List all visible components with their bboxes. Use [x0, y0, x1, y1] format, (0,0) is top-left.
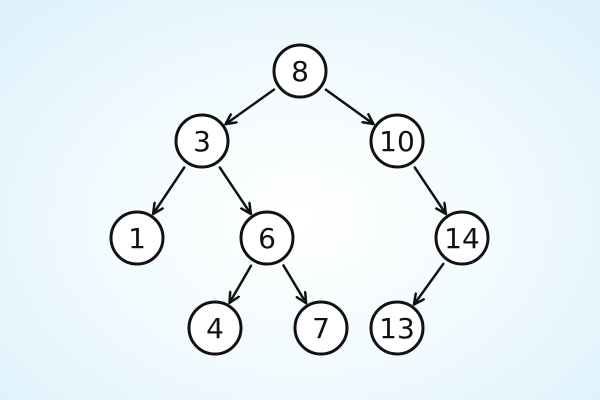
- node-label: 14: [444, 222, 480, 255]
- edge-14-to-13: [412, 262, 445, 306]
- edge-8-to-3: [224, 88, 276, 126]
- node-label: 4: [206, 312, 224, 345]
- node-circle: [434, 210, 490, 266]
- tree-node-4: 4: [187, 300, 243, 356]
- node-label: 6: [258, 222, 276, 255]
- tree-node-14: 14: [434, 210, 490, 266]
- node-label: 10: [379, 125, 415, 158]
- tree-node-6: 6: [239, 210, 295, 266]
- edge-3-to-6: [218, 166, 253, 216]
- tree-node-8: 8: [272, 43, 328, 99]
- node-circle: [239, 210, 295, 266]
- node-label: 7: [312, 312, 330, 345]
- tree-node-7: 7: [293, 300, 349, 356]
- tree-node-10: 10: [369, 113, 425, 169]
- node-circle: [272, 43, 328, 99]
- edge-6-to-4: [228, 264, 253, 305]
- tree-node-13: 13: [369, 300, 425, 356]
- edge-6-to-7: [282, 264, 308, 305]
- edge-3-to-1: [151, 166, 186, 216]
- node-label: 1: [128, 222, 146, 255]
- tree-node-3: 3: [174, 113, 230, 169]
- node-label: 3: [193, 125, 211, 158]
- edge-10-to-14: [413, 166, 448, 216]
- node-label: 13: [379, 312, 415, 345]
- edge-8-to-10: [324, 88, 375, 126]
- node-circle: [369, 300, 425, 356]
- node-label: 8: [291, 55, 309, 88]
- node-circle: [109, 210, 165, 266]
- node-circle: [293, 300, 349, 356]
- node-circle: [187, 300, 243, 356]
- tree-node-1: 1: [109, 210, 165, 266]
- node-circle: [174, 113, 230, 169]
- node-circle: [369, 113, 425, 169]
